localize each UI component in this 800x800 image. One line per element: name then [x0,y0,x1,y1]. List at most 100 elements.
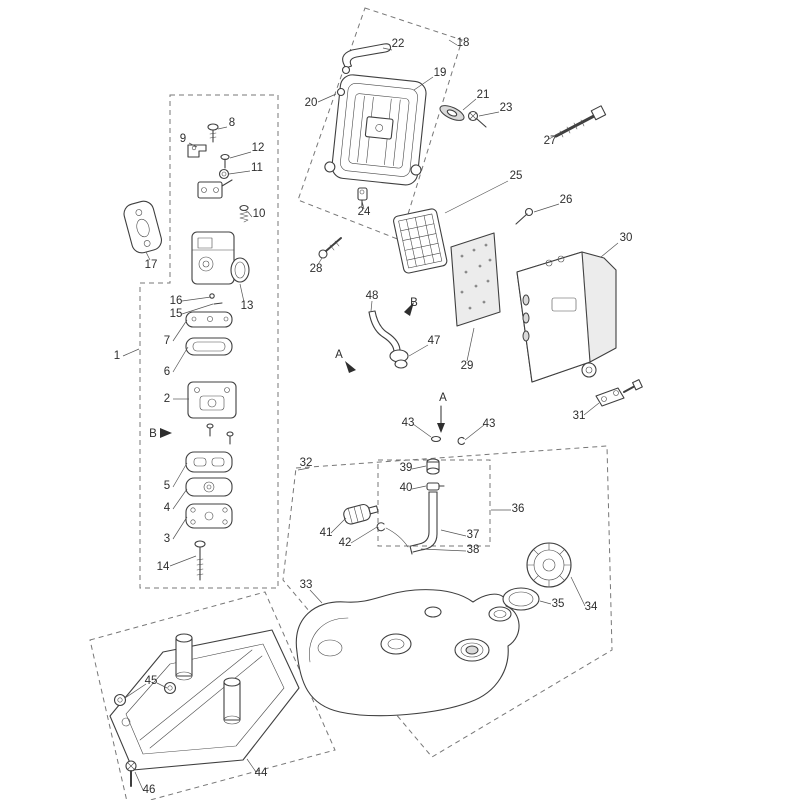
part-45-washer-a [113,693,127,707]
callout-B-30: B [149,428,157,440]
fuel-tank-drawing [295,405,572,717]
part-8-screw [207,123,219,143]
part-45-washer-b [163,681,177,695]
part-39-pickup [426,458,440,475]
callout-23-5: 23 [500,102,513,114]
callout-45-50: 45 [145,675,158,687]
part-2-pump-body [187,381,237,445]
callout-14-49: 14 [157,561,170,573]
callout-30-17: 30 [620,232,633,244]
pump-top-body [197,181,223,199]
part-25-screen [393,208,448,274]
part-14-bolt [194,540,206,581]
part-10-spring-screw [239,204,249,223]
callout-11-10: 11 [251,162,263,174]
part-13-carburetor-body [191,231,250,285]
callout-32-35: 32 [300,457,313,469]
callout-44-51: 44 [255,767,268,779]
callout-20-3: 20 [305,97,318,109]
callout-26-13: 26 [560,194,573,206]
view-arrow-b-left [160,428,172,438]
part-41-fuel-filter [343,503,379,525]
part-37-38-pipe [409,491,438,555]
callout-16-18: 16 [170,295,183,307]
part-16-ball [209,293,215,299]
callout-29-27: 29 [461,360,474,372]
callout-9-8: 9 [180,133,186,145]
part-12-screw [220,153,230,169]
callout-15-19: 15 [170,308,183,320]
callout-4-47: 4 [164,502,171,514]
part-20-screw [336,87,346,97]
callout-31-31: 31 [573,410,586,422]
callout-28-16: 28 [310,263,323,275]
callout-27-6: 27 [544,135,557,147]
callout-6-26: 6 [164,366,170,378]
part-43-washer [430,435,442,443]
callout-43-34: 43 [483,418,496,430]
part-31-bracket [595,379,643,407]
view-arrow-b-mid [404,302,414,316]
callout-2-29: 2 [164,393,170,405]
callout-B-22: B [410,297,418,309]
part-6-gasket [185,337,233,356]
callout-47-24: 47 [428,335,441,347]
leader-lines [122,39,619,791]
callout-3-48: 3 [164,533,170,545]
callout-12-9: 12 [252,142,265,154]
callout-37-41: 37 [467,529,480,541]
guard-post-1 [175,633,193,681]
callout-48-21: 48 [366,290,379,302]
callout-5-46: 5 [164,480,170,492]
part-21-latch [439,105,465,121]
callout-41-39: 41 [320,527,333,539]
part-3-cover [185,503,233,529]
fuel-pipe-drawing [345,302,414,373]
callout-21-4: 21 [477,89,490,101]
group-boundaries [89,7,613,800]
callout-42-40: 42 [339,537,352,549]
part-7-plate [185,311,233,328]
part-34-cap [526,542,572,588]
callout-24-14: 24 [358,206,371,218]
callout-25-12: 25 [510,170,523,182]
part-46-screw [125,760,137,787]
carburetor-parts-drawing [123,123,250,581]
callout-1-28: 1 [114,350,120,362]
callout-36-38: 36 [512,503,525,515]
fuel-tank-group-box [282,445,613,758]
callout-43-32: 43 [402,417,415,429]
part-29-foam-element [450,232,501,327]
part-24-clip [357,187,368,207]
part-4-diaphragm [185,477,233,497]
callout-46-52: 46 [143,784,156,796]
part-19-housing [324,74,427,186]
carburetor-group-box [139,94,279,589]
guard-plate-drawing [109,629,300,787]
part-23-screw [467,110,487,128]
callout-A-33: A [439,392,447,404]
callout-13-20: 13 [241,300,254,312]
part-35-rings [488,587,540,622]
part-27-bolt [554,105,607,138]
part-11-grommet [218,168,230,180]
callout-35-44: 35 [552,598,565,610]
callout-40-37: 40 [400,482,413,494]
callout-A-25: A [335,349,343,361]
part-40-clamp [426,482,445,491]
part-30-muffler [516,251,617,383]
part-26-screw [515,207,534,225]
callout-22-0: 22 [392,38,405,50]
part-28-bolt [318,237,342,259]
air-cleaner-drawing [318,43,643,407]
part-22-lever [342,43,392,69]
part-5-gasket [185,451,233,473]
guard-group-box [89,591,336,800]
view-arrow-a-left [345,361,356,373]
part-17-gasket [123,200,163,254]
callout-7-23: 7 [164,335,170,347]
part-43-ring [457,436,465,446]
